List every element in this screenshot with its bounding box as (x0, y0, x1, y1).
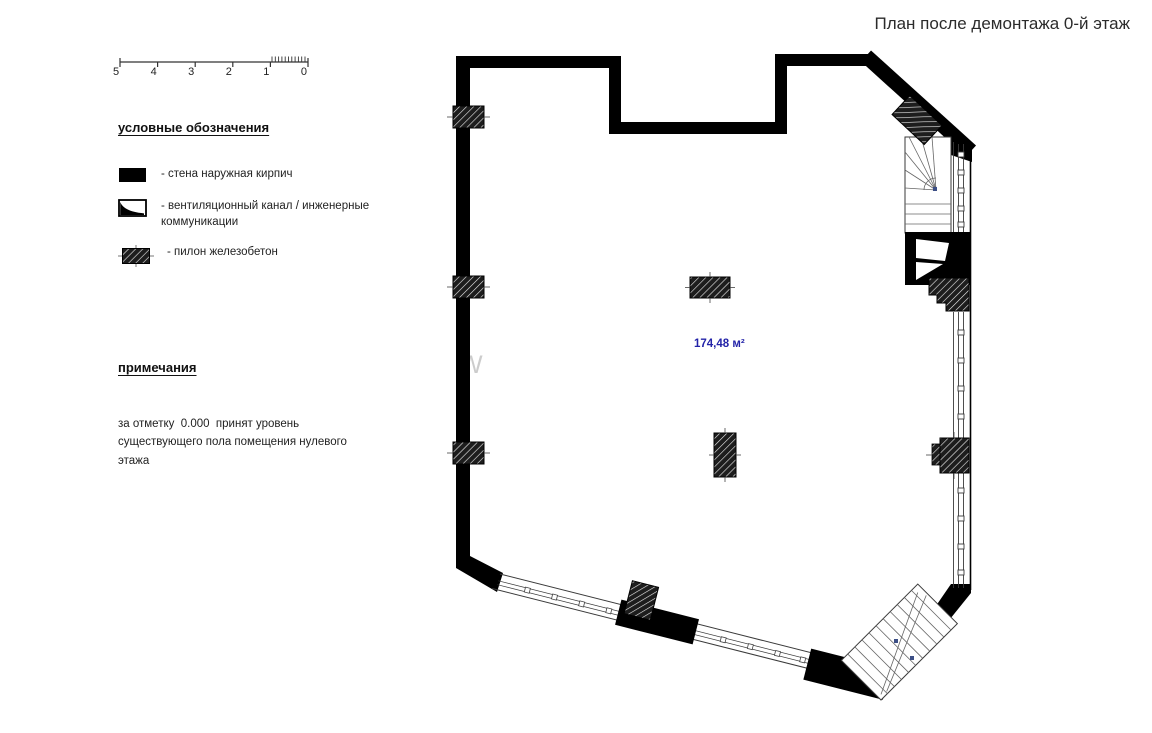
legend-item-label: - стена наружная кирпич (161, 168, 293, 180)
pylon-right-stepped (928, 277, 970, 312)
scale-label: 0 (300, 66, 307, 78)
bottom-right-stair (840, 583, 959, 701)
vent-block (905, 232, 970, 285)
area-label: 174,48 м² (694, 338, 745, 350)
scale-label: 5 (113, 66, 120, 78)
scale-label: 2 (225, 66, 232, 78)
legend: условные обозначения - стена наружная ки… (118, 120, 378, 282)
legend-heading: условные обозначения (118, 120, 270, 135)
stair-node-dot (910, 656, 914, 660)
legend-item-pylon: - пилон железобетон (118, 245, 378, 268)
stair-node-dot (894, 639, 898, 643)
pylon-hatch-icon (118, 245, 154, 268)
pylon-right-mid (926, 432, 970, 479)
right-shaft (953, 142, 965, 588)
bottom-window-band (492, 573, 891, 700)
notes-text: за отметку 0.000 принят уровень существу… (118, 418, 351, 467)
vent-channel-icon (118, 199, 147, 217)
scale-fine-ticks (271, 56, 306, 62)
scale-label: 3 (188, 66, 195, 78)
legend-item-vent: - вентиляционный канал / инженерные комм… (118, 199, 378, 230)
left-wall-pylons (447, 105, 490, 465)
pylon-bottom-band (623, 580, 660, 621)
scale-label: 4 (150, 66, 157, 78)
floor-plan: W (447, 50, 977, 701)
scale-label: 1 (263, 66, 270, 78)
scale-labels: 5 4 3 2 1 0 (113, 66, 307, 78)
scale-bar (119, 56, 309, 67)
pylon-diagonal (891, 94, 943, 146)
pylon-center-top (685, 272, 735, 303)
legend-item-wall: - стена наружная кирпич (118, 167, 378, 184)
page-title: План после демонтажа 0-й этаж (874, 14, 1130, 33)
notes-heading: примечания (118, 360, 197, 375)
legend-item-label: - вентиляционный канал / инженерные комм… (161, 200, 370, 228)
winder-stair (904, 136, 952, 234)
pylon-center-bottom (709, 428, 741, 482)
notes: примечания за отметку 0.000 принят урове… (118, 360, 378, 470)
legend-item-label: - пилон железобетон (167, 246, 278, 259)
stair-node-dot (933, 187, 937, 191)
solid-wall-icon (119, 168, 146, 182)
